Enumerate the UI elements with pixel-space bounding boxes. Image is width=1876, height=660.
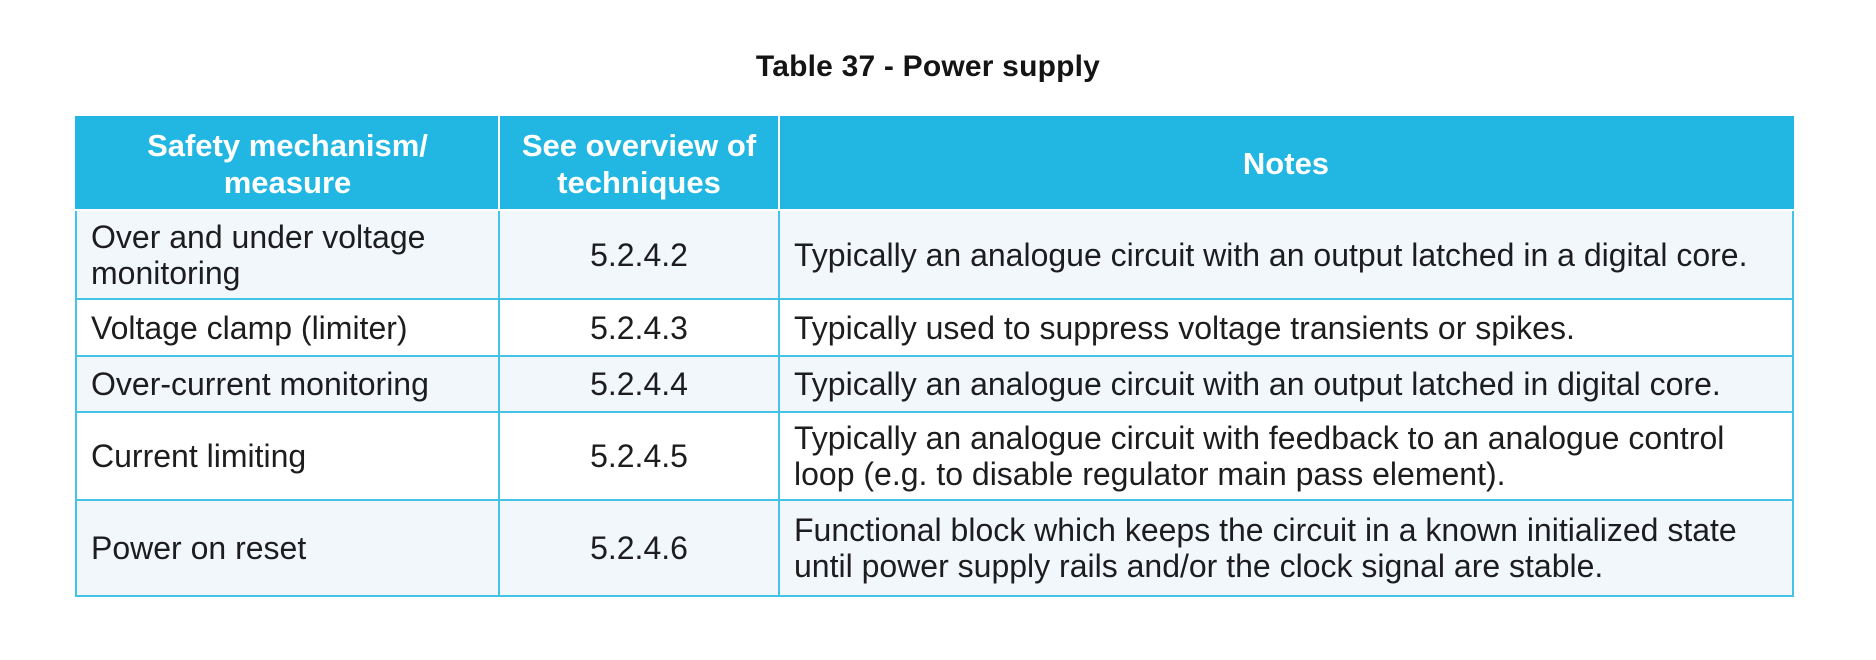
header-cell-notes: Notes	[778, 116, 1794, 211]
header-cell-mechanism: Safety mechanism/ measure	[75, 116, 500, 211]
ref-cell: 5.2.4.6	[498, 499, 780, 597]
power-supply-table: Safety mechanism/ measure See overview o…	[75, 116, 1794, 597]
ref-cell: 5.2.4.3	[498, 298, 780, 357]
mechanism-cell: Power on reset	[75, 499, 500, 597]
note-cell: Typically used to suppress voltage trans…	[778, 298, 1794, 357]
mechanism-cell: Voltage clamp (limiter)	[75, 298, 500, 357]
ref-cell: 5.2.4.2	[498, 209, 780, 300]
mechanism-cell: Current limiting	[75, 411, 500, 501]
mechanism-cell: Over-current monitoring	[75, 355, 500, 413]
header-cell-ref: See overview of techniques	[498, 116, 780, 211]
note-cell: Typically an analogue circuit with an ou…	[778, 355, 1794, 413]
note-cell: Typically an analogue circuit with feedb…	[778, 411, 1794, 501]
ref-cell: 5.2.4.4	[498, 355, 780, 413]
note-cell: Typically an analogue circuit with an ou…	[778, 209, 1794, 300]
table-header-row: Safety mechanism/ measure See overview o…	[75, 116, 1794, 211]
note-cell: Functional block which keeps the circuit…	[778, 499, 1794, 597]
ref-cell: 5.2.4.5	[498, 411, 780, 501]
page-title: Table 37 - Power supply	[755, 50, 1101, 83]
mechanism-cell: Over and under voltage monitoring	[75, 209, 500, 300]
